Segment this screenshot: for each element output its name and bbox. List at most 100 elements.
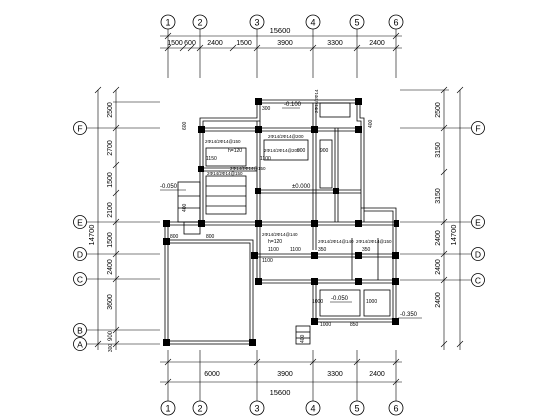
left-dim-seg-6: 2400 [107, 259, 114, 275]
dim-label-300: 300 [262, 106, 271, 112]
dim-label-1000-1: 1000 [312, 299, 323, 305]
column [255, 126, 262, 133]
left-axis-A: A [77, 340, 83, 350]
top-axis-2: 2 [197, 18, 202, 28]
column [255, 98, 262, 105]
dim-label-400-1: 400 [182, 203, 188, 212]
bottom-axis-4: 4 [310, 404, 315, 414]
left-axis-bubbles: F E D C B A [73, 121, 87, 351]
right-axis-bubbles: F E D C [471, 121, 485, 287]
left-total-dim: 14700 [87, 225, 96, 246]
dim-label-1100-3: 1100 [268, 247, 279, 253]
dim-label-h120-2: h=120 [268, 239, 282, 245]
right-total-dim: 14700 [449, 225, 458, 246]
right-dim-seg-3: 3150 [435, 188, 442, 204]
right-axis-C: C [475, 276, 481, 286]
right-dim-seg-6: 2400 [435, 292, 442, 308]
top-dim-seg-1: 1500 [167, 40, 183, 47]
top-dim-seg-7: 2400 [369, 40, 385, 47]
right-axis-F: F [475, 124, 480, 134]
top-dim-seg-5: 3900 [277, 40, 293, 47]
column [198, 220, 205, 227]
column [198, 126, 205, 133]
dim-label-1100-1: 1100 [260, 156, 271, 162]
dim-label-h120-1: h=120 [228, 148, 242, 154]
right-dim-seg-1: 2500 [435, 102, 442, 118]
bottom-axis-2: 2 [197, 404, 202, 414]
column [311, 278, 318, 285]
right-axis-D: D [475, 250, 481, 260]
left-dim-seg-3: 1500 [107, 172, 114, 188]
column [355, 252, 362, 259]
bottom-axis-5: 5 [354, 404, 359, 414]
left-axis-F: F [77, 124, 82, 134]
left-axis-E: E [77, 218, 83, 228]
column [311, 220, 318, 227]
top-dimension-chain [160, 29, 402, 78]
right-dim-seg-2: 3150 [435, 142, 442, 158]
beam-label-9: 2Φ14/2Φ14@150 [356, 239, 392, 244]
dim-label-900-1: 900 [297, 148, 306, 154]
column [249, 339, 256, 346]
column [355, 126, 362, 133]
column [392, 252, 399, 259]
elevation-label-5: -0.350 [400, 312, 418, 318]
column [311, 318, 318, 325]
top-dim-seg-6: 3300 [327, 40, 343, 47]
column [392, 278, 399, 285]
column [355, 220, 362, 227]
right-dim-seg-4: 2400 [435, 230, 442, 246]
dim-label-350-1: 350 [318, 247, 327, 253]
top-axis-6: 6 [393, 18, 398, 28]
top-total-dim: 15600 [270, 26, 291, 35]
top-dim-seg-4: 1500 [236, 40, 252, 47]
beam-label-5: 2Φ14/2Φ14@150 [230, 166, 266, 171]
dim-label-400-2: 400 [300, 334, 306, 343]
beam-label-6: 2Φ14/2Φ14@200 [264, 148, 300, 153]
column [355, 278, 362, 285]
beam-label-1: 2Φ14/2Φ14 [314, 89, 319, 113]
elevation-label-2: -0.050 [160, 184, 178, 190]
top-dim-seg-2: 600 [184, 40, 196, 47]
column [392, 318, 399, 325]
dim-label-1000-2: 1000 [320, 322, 331, 328]
dim-label-400-3: 400 [368, 119, 374, 128]
bottom-dim-seg-1: 6000 [204, 371, 220, 378]
dim-label-350-2: 350 [362, 247, 371, 253]
left-dim-seg-5: 1500 [107, 232, 114, 248]
left-dim-seg-8: 900 [108, 330, 114, 341]
structural-columns [163, 98, 399, 346]
bottom-dimension-chain [160, 350, 402, 401]
bottom-dim-seg-3: 3300 [327, 371, 343, 378]
beam-label-2: 2Φ14/2Φ14@150 [205, 139, 241, 144]
dim-label-1100-4: 1100 [262, 258, 273, 264]
beam-label-8: 2Φ14/2Φ14@140 [318, 239, 354, 244]
dim-label-800-2: 800 [206, 234, 215, 240]
column [255, 220, 262, 227]
lower-left-bay-walls [164, 222, 254, 345]
top-axis-4: 4 [310, 18, 315, 28]
top-axis-3: 3 [254, 18, 259, 28]
column [311, 126, 318, 133]
column [333, 188, 339, 194]
left-axis-C: C [77, 275, 83, 285]
top-dim-seg-3: 2400 [207, 40, 223, 47]
bottom-axis-3: 3 [254, 404, 259, 414]
bottom-axis-bubbles: 1 2 3 4 5 6 [160, 400, 404, 416]
left-dim-seg-2: 2700 [107, 140, 114, 156]
column [355, 98, 362, 105]
left-axis-B: B [77, 326, 83, 336]
dim-label-600: 600 [182, 121, 188, 130]
dim-label-1150: 1150 [206, 156, 217, 162]
left-dim-seg-4: 2100 [107, 202, 114, 218]
top-axis-5: 5 [354, 18, 359, 28]
bottom-dim-seg-2: 3900 [277, 371, 293, 378]
left-dimension-chain [87, 86, 160, 350]
left-dim-seg-7: 3600 [107, 294, 114, 310]
dim-label-1100-2: 1100 [290, 247, 301, 253]
right-dim-seg-5: 2400 [435, 259, 442, 275]
bottom-dim-seg-4: 2400 [369, 371, 385, 378]
column [163, 339, 170, 346]
column [255, 278, 262, 285]
